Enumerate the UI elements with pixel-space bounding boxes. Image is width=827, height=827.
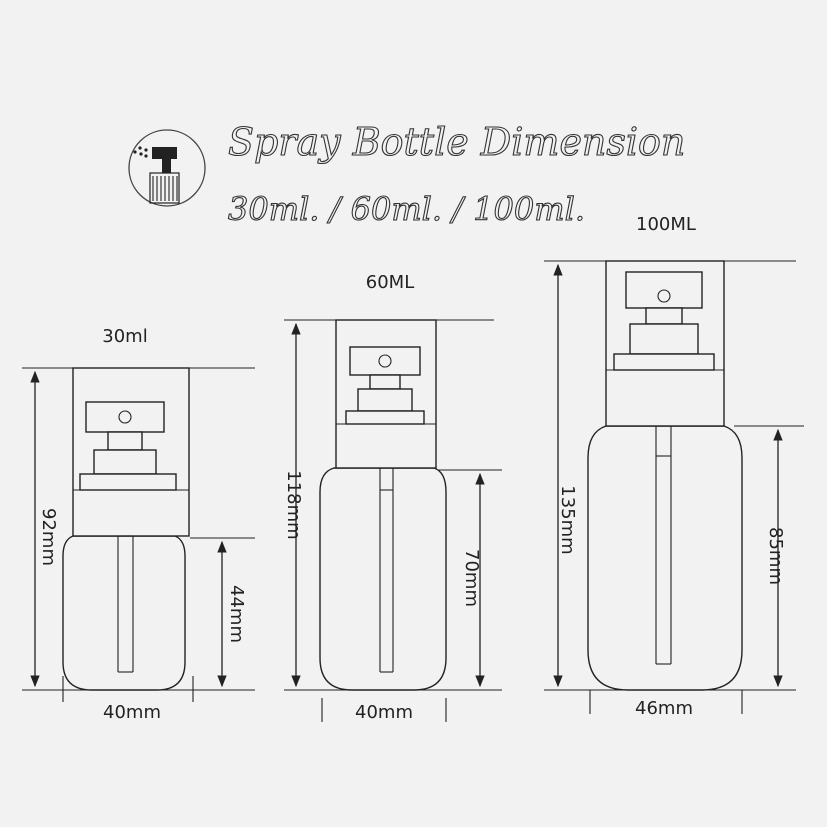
bottle-body <box>587 425 743 691</box>
width-dimension-label: 40mm <box>355 702 413 723</box>
header-spray-icon <box>128 129 206 207</box>
bottle-capacity-label: 60ML <box>366 272 414 293</box>
body-height-dimension-label: 85mm <box>765 527 786 585</box>
nozzle-hole-icon <box>657 289 671 303</box>
page-title: Spray Bottle Dimension <box>228 120 685 164</box>
bottle-30ml: 30ml 92mm 44mm 40mm <box>22 326 255 723</box>
bottle-capacity-label: 100ML <box>636 214 696 235</box>
page-subtitle: 30ml. / 60ml. / 100ml. <box>228 190 585 228</box>
nozzle-hole-icon <box>378 354 392 368</box>
nozzle-hole-icon <box>118 410 132 424</box>
bottle-body <box>62 535 186 691</box>
spray-actuator <box>85 401 165 433</box>
width-dimension-label: 40mm <box>103 702 161 723</box>
body-height-dimension-label: 44mm <box>226 585 247 643</box>
bottle-100ml: 100ML 135mm 85mm 46mm <box>544 214 804 719</box>
bottle-60ml: 60ML 118mm 70mm 40mm <box>283 272 502 723</box>
bottle-capacity-label: 30ml <box>102 326 147 347</box>
height-dimension-label: 135mm <box>557 485 578 554</box>
width-dimension-label: 46mm <box>635 698 693 719</box>
spray-actuator <box>349 346 421 376</box>
height-dimension-label: 118mm <box>283 470 304 539</box>
body-height-dimension-label: 70mm <box>461 549 482 607</box>
bottle-body <box>319 467 447 691</box>
height-dimension-label: 92mm <box>38 508 59 566</box>
